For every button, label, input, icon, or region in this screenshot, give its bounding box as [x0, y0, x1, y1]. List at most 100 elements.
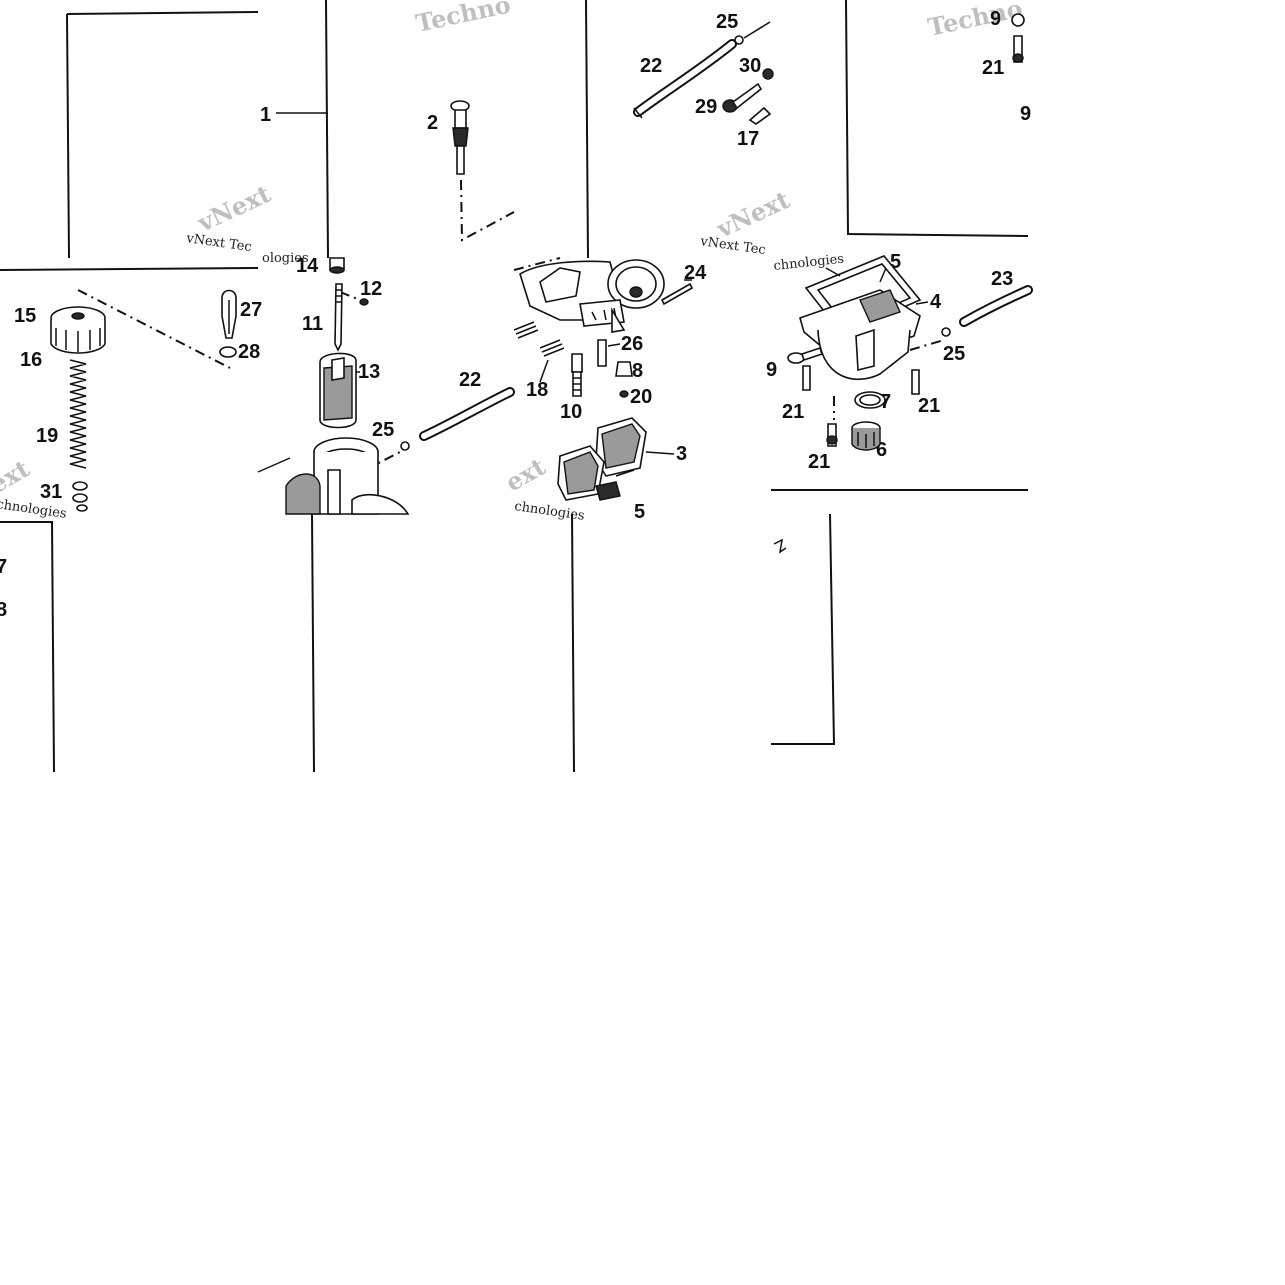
fragment-mark	[773, 538, 787, 554]
callout-24: 24	[684, 262, 707, 284]
watermark-text: vNext Tec	[184, 231, 252, 255]
callout-14: 14	[296, 255, 319, 277]
callout-9: 9	[766, 359, 777, 381]
leader-line	[879, 267, 887, 283]
callout-16: 16	[20, 349, 42, 371]
frame-line	[0, 267, 259, 271]
part-12-clip	[359, 298, 369, 306]
callout-20: 20	[630, 386, 652, 408]
tile-r2-c3: 24 26 8 20 18 10 3 5	[501, 257, 707, 524]
watermark-text: chnologies	[513, 499, 585, 524]
frame-line	[845, 0, 1029, 237]
tile-r1-c2: 1 Techno 2	[260, 0, 515, 259]
frame-line	[325, 0, 329, 259]
watermark-text: vNext	[711, 185, 794, 244]
callout-31: 31	[40, 481, 62, 503]
part-22-tube	[419, 387, 515, 441]
callout-22: 22	[459, 369, 481, 391]
callout-27: 27	[240, 299, 262, 321]
frame-line	[771, 513, 836, 745]
callout-10: 10	[560, 401, 582, 423]
callout-21: 21	[982, 57, 1004, 79]
frame-line	[66, 13, 70, 259]
tile-r3-c3	[571, 513, 575, 773]
part-14-nut	[329, 257, 345, 274]
callout-25: 25	[372, 419, 394, 441]
callout-26: 26	[621, 333, 643, 355]
callout-13: 13	[358, 361, 380, 383]
axis-line	[339, 291, 361, 301]
axis-line	[909, 339, 945, 351]
part-23-tube	[959, 285, 1033, 327]
frame-line	[571, 513, 575, 773]
tile-r3-c2	[311, 513, 315, 773]
leader-line	[645, 451, 675, 455]
part-25-clip	[734, 35, 744, 45]
part-25-clip	[941, 327, 951, 337]
part-22-tube	[633, 39, 737, 119]
part-6-plug	[851, 421, 881, 451]
callout-6: 6	[876, 439, 887, 461]
callout-1: 1	[260, 104, 271, 126]
part-17-nozzle	[748, 106, 772, 125]
callout-30: 30	[739, 55, 761, 77]
part-26-screw	[597, 339, 607, 367]
callout-22: 22	[640, 55, 662, 77]
carburetor-body-top	[257, 437, 410, 515]
part-15-cap	[50, 306, 106, 354]
callout-18: 18	[526, 379, 548, 401]
callout-8: 8	[0, 599, 7, 621]
leader-line	[607, 343, 621, 347]
callout-7: 7	[0, 556, 7, 578]
callout-11: 11	[302, 313, 323, 335]
part-30-nut	[762, 68, 774, 80]
callout-2: 2	[427, 112, 438, 134]
tile-row-3: 7 8	[0, 513, 836, 773]
part-29-screw	[722, 82, 763, 113]
part-2-screw	[450, 100, 470, 175]
callout-28: 28	[238, 341, 260, 363]
callout-25: 25	[943, 343, 965, 365]
callout-29: 29	[695, 96, 717, 118]
part-28-washer	[219, 346, 237, 358]
callout-5: 5	[634, 501, 645, 523]
watermark-text: ologies	[262, 251, 309, 266]
part-31-ring	[72, 481, 88, 512]
callout-9: 9	[1020, 103, 1031, 125]
tile-r1-c1: vNext Tec vNext	[66, 11, 275, 259]
callout-21: 21	[782, 401, 804, 423]
frame-line	[585, 0, 589, 259]
part-21-bolt	[1011, 13, 1025, 63]
frame-line	[311, 513, 315, 773]
carburetor-body-main	[519, 259, 665, 333]
watermark-text: Techno	[413, 0, 513, 38]
tile-r3-c4	[771, 513, 836, 745]
callout-5: 5	[890, 251, 901, 273]
callout-19: 19	[36, 425, 58, 447]
part-18-spring	[513, 321, 565, 357]
part-10-jet	[571, 353, 583, 397]
frame-line	[0, 521, 55, 773]
watermark-text: ext	[501, 452, 551, 497]
tile-r2-c4: chnologies 5 4 23 25 9 7 21 21 21 6	[766, 251, 1033, 491]
axis-line	[513, 257, 561, 271]
tile-r1-c3: 25 22 30 29 17 vNext Tec vNext	[585, 0, 794, 259]
callout-15: 15	[14, 305, 36, 327]
part-25-clip	[400, 441, 410, 451]
watermark-text: Techno	[925, 0, 1025, 42]
part-24-pin	[660, 282, 694, 306]
part-11-needle	[334, 283, 343, 352]
callout-21: 21	[808, 451, 830, 473]
part-8-valve	[615, 361, 633, 377]
leader-line	[539, 359, 549, 383]
tile-row-1: vNext Tec vNext 1 Techno 2 25 22 30	[66, 0, 1031, 259]
part-21-bolt	[911, 369, 920, 395]
tile-r3-c1: 7 8	[0, 521, 55, 773]
tile-r2-c2: ologies 14 12 11 13 22 25	[257, 251, 515, 515]
part-4-float-bowl	[799, 289, 921, 381]
callout-7: 7	[880, 391, 891, 413]
part-3-float	[557, 417, 647, 501]
callout-4: 4	[930, 291, 942, 313]
watermark-text: vNext	[192, 179, 275, 238]
